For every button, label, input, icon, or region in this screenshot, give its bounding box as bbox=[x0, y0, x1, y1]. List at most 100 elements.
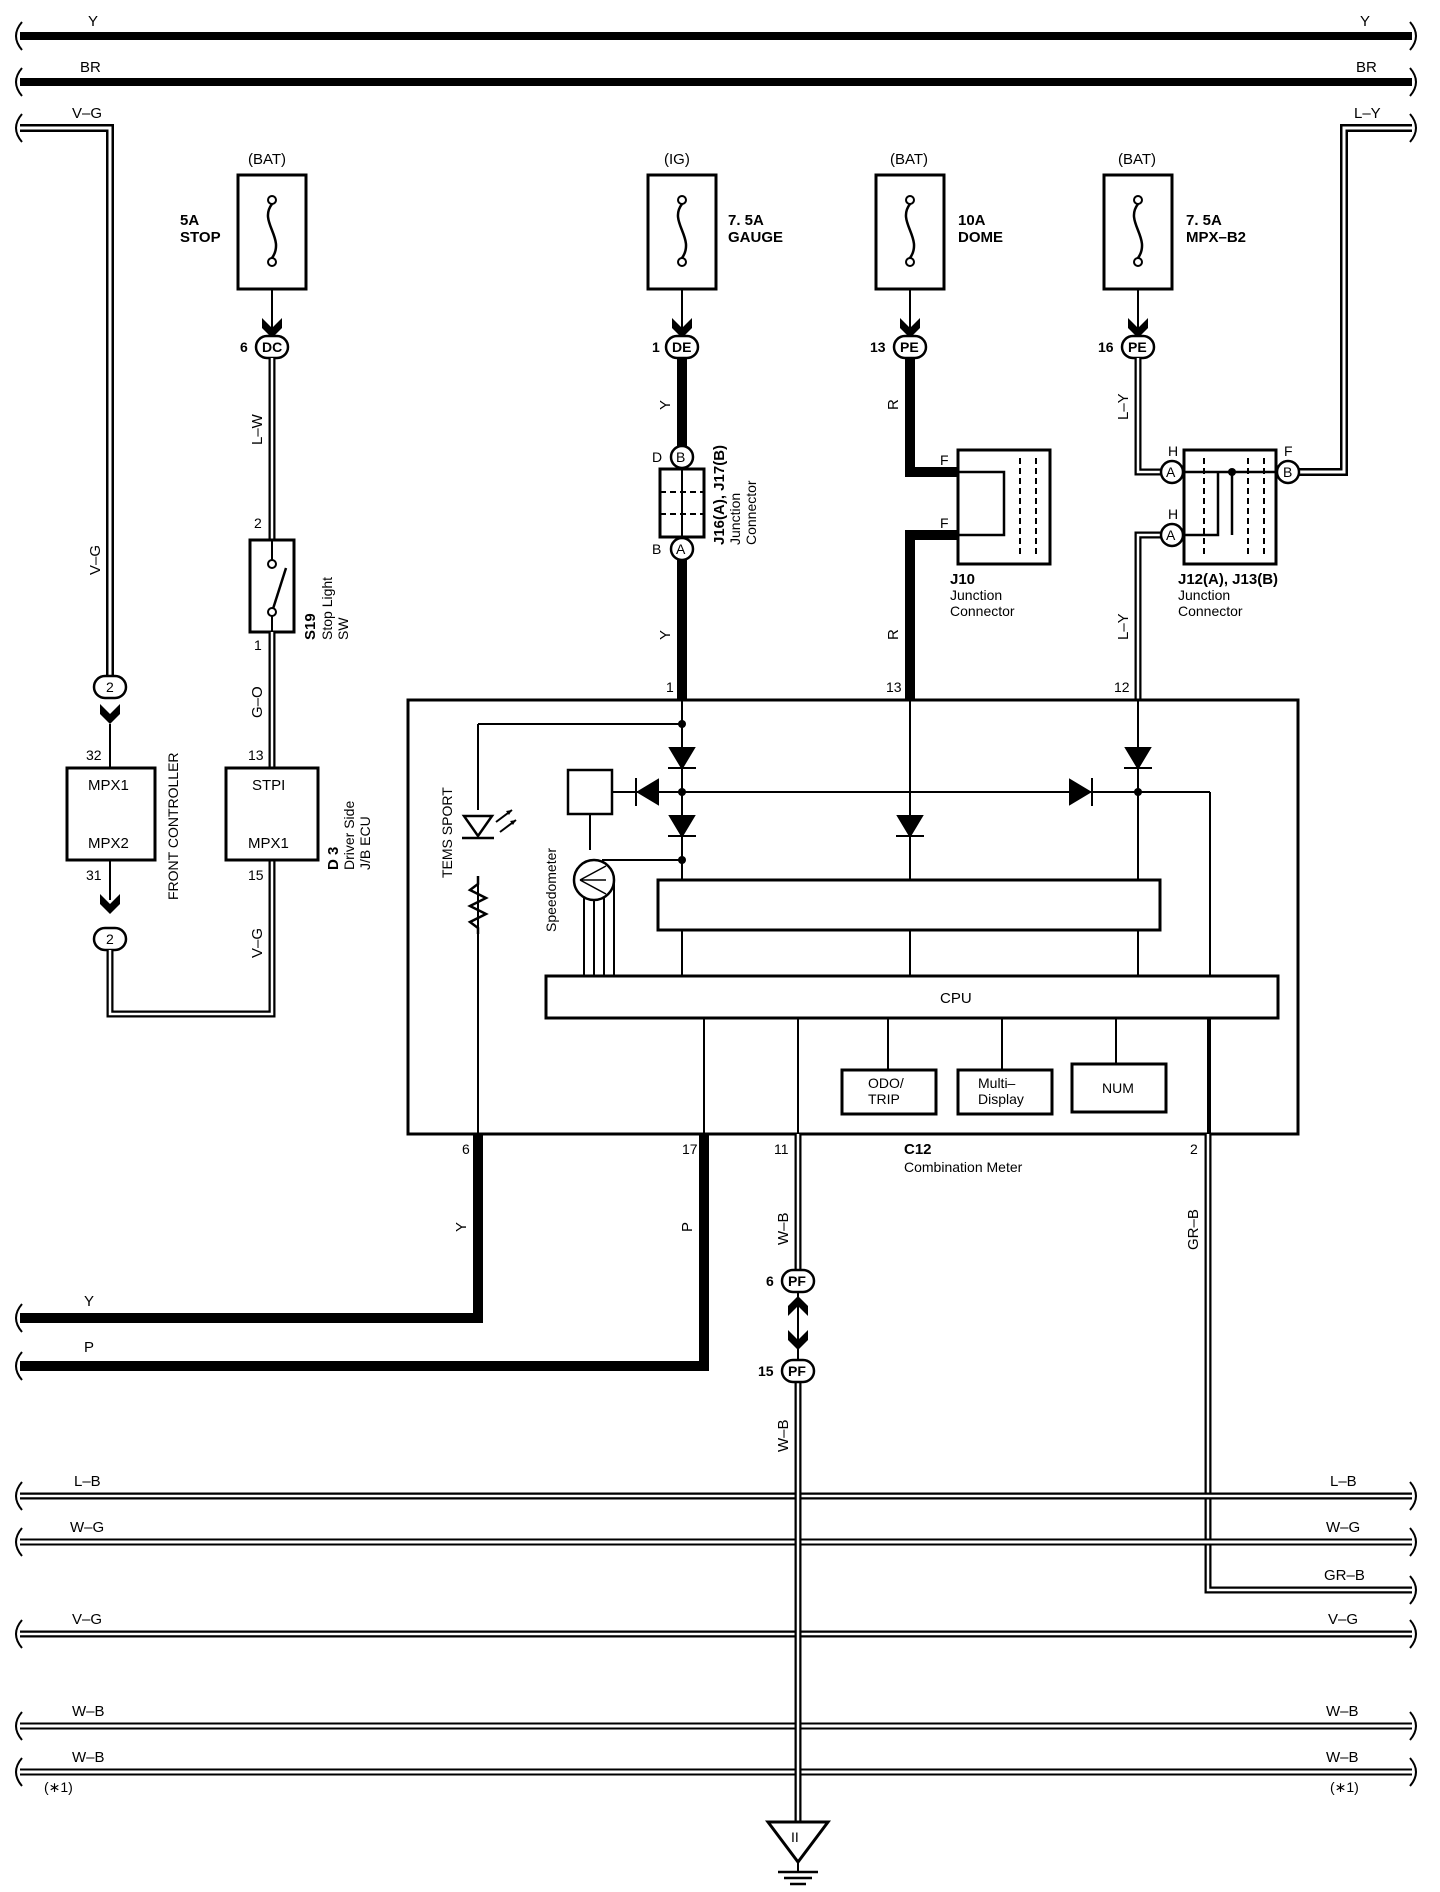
driver-side-jb-ecu-d3: STPI MPX1 13 15 D 3 Driver Side J/B ECU bbox=[224, 747, 373, 883]
bus-label-right: V–G bbox=[1328, 1611, 1358, 1628]
pin-letter: B bbox=[1283, 464, 1292, 480]
pin-number: 32 bbox=[86, 747, 102, 763]
wire-label: R bbox=[885, 399, 902, 410]
component-desc: Junction bbox=[1178, 587, 1230, 603]
bus-label-right: W–G bbox=[1326, 1519, 1360, 1536]
pin-number: 16 bbox=[1098, 339, 1114, 355]
connector-code: DC bbox=[262, 339, 282, 355]
connector-code: PE bbox=[1128, 339, 1147, 355]
wire-label: L–Y bbox=[1354, 105, 1381, 122]
wire-label: V–G bbox=[249, 928, 266, 958]
bus-label-left: L–B bbox=[74, 1473, 101, 1490]
bus-label-left: Y bbox=[84, 1293, 94, 1310]
component-title: D 3 bbox=[325, 847, 342, 870]
pin-number: 6 bbox=[240, 339, 248, 355]
wire-label: Y bbox=[657, 630, 674, 640]
pin-number: 13 bbox=[886, 679, 902, 695]
pin-letter: A bbox=[1166, 527, 1176, 543]
pin-letter: D bbox=[652, 449, 662, 465]
pin-letter: H bbox=[1168, 506, 1178, 522]
pin-number: 15 bbox=[758, 1363, 774, 1379]
wire-label: L–Y bbox=[1115, 613, 1132, 640]
wire-label: L–Y bbox=[1115, 393, 1132, 420]
junction-connector-j12-j13: A H A H B F J12(A), J13(B) Junction Conn… bbox=[1159, 443, 1301, 619]
connector-pf-15: PF 15 bbox=[758, 1358, 816, 1384]
component-label: Speedometer bbox=[543, 848, 559, 932]
bus-label-left: P bbox=[84, 1339, 94, 1356]
bus-label-right: GR–B bbox=[1324, 1567, 1365, 1584]
fuse-name: MPX–B2 bbox=[1186, 229, 1246, 246]
fuse-source: (BAT) bbox=[890, 151, 928, 168]
component-desc: Junction bbox=[950, 587, 1002, 603]
wire-label: W–B bbox=[775, 1419, 792, 1452]
ground-label: II bbox=[791, 1829, 799, 1845]
pin-number: 1 bbox=[254, 637, 262, 653]
connector-2-upper: 2 bbox=[92, 674, 128, 768]
fuse-rating: 10A bbox=[958, 212, 986, 229]
pin-letter: F bbox=[940, 515, 949, 531]
wire-label: L–W bbox=[249, 413, 266, 445]
bus-label-left: V–G bbox=[72, 1611, 102, 1628]
pin-number: 13 bbox=[248, 747, 264, 763]
junction-connector-j16-j17: B D A B J16(A), J17(B) Junction Connecto… bbox=[652, 444, 759, 562]
pin-letter: B bbox=[652, 541, 661, 557]
block-label: TRIP bbox=[868, 1091, 900, 1107]
fuse-gauge: (IG) 7. 5A GAUGE bbox=[646, 151, 783, 330]
component-title: J16(A), J17(B) bbox=[711, 445, 728, 545]
fuse-stop: (BAT) 5A STOP bbox=[180, 151, 308, 330]
connector-de: DE 1 bbox=[652, 334, 700, 360]
bus-label-right: Y bbox=[1360, 13, 1370, 30]
connector-code: PE bbox=[900, 339, 919, 355]
fuse-source: (IG) bbox=[664, 151, 690, 168]
pin-number: 2 bbox=[106, 931, 114, 947]
fuse-source: (BAT) bbox=[248, 151, 286, 168]
component-desc: Combination Meter bbox=[904, 1159, 1023, 1175]
fuse-dome: (BAT) 10A DOME bbox=[874, 151, 1003, 330]
cpu-label: CPU bbox=[940, 990, 972, 1007]
wire-label: V–G bbox=[72, 105, 102, 122]
pin-number: 17 bbox=[682, 1141, 698, 1157]
component-desc: J/B ECU bbox=[357, 816, 373, 870]
cpu-block: CPU bbox=[544, 974, 1280, 1020]
front-controller: MPX1 MPX2 32 31 FRONT CONTROLLER bbox=[65, 747, 181, 900]
wire-r-dome: R R bbox=[885, 358, 958, 700]
bus-label-right: L–B bbox=[1330, 1473, 1357, 1490]
terminal-label: MPX1 bbox=[88, 777, 129, 794]
connector-code: PF bbox=[788, 1363, 806, 1379]
combination-meter-c12: 1 13 12 bbox=[406, 679, 1300, 1175]
connector-pe-16: PE 16 bbox=[1098, 334, 1156, 360]
wire-label: Y bbox=[453, 1222, 470, 1232]
pin-number: 2 bbox=[1190, 1141, 1198, 1157]
bus-wg: W–G W–G bbox=[15, 1519, 1417, 1557]
bus-vg: V–G V–G bbox=[15, 1611, 1417, 1649]
bus-wb-1: W–B W–B bbox=[15, 1703, 1417, 1741]
pin-number: 31 bbox=[86, 867, 102, 883]
wire-y-gauge: Y Y bbox=[657, 358, 687, 700]
bus-label-right: BR bbox=[1356, 59, 1377, 76]
bus-wb-2: W–B W–B (∗1) (∗1) bbox=[15, 1749, 1417, 1795]
pin-number: 1 bbox=[652, 339, 660, 355]
bus-label-left: W–G bbox=[70, 1519, 104, 1536]
pin-number: 1 bbox=[666, 679, 674, 695]
pin-letter: A bbox=[676, 541, 686, 557]
wire-label: R bbox=[885, 629, 902, 640]
junction-connector-j10: F F J10 Junction Connector bbox=[940, 448, 1052, 619]
pin-letter: F bbox=[1284, 443, 1293, 459]
odo-trip-block: ODO/ TRIP bbox=[840, 1068, 938, 1116]
pin-number: 13 bbox=[870, 339, 886, 355]
bus-label-right: W–B bbox=[1326, 1749, 1359, 1766]
component-desc: Junction bbox=[727, 493, 743, 545]
wire-label: GR–B bbox=[1185, 1209, 1202, 1250]
wire-label: G–O bbox=[249, 686, 266, 718]
wire-label: P bbox=[679, 1222, 696, 1232]
block-label: Display bbox=[978, 1091, 1024, 1107]
wire-y-out: Y Y bbox=[15, 1134, 483, 1333]
pin-number: 12 bbox=[1114, 679, 1130, 695]
pin-letter: H bbox=[1168, 443, 1178, 459]
wire-go: G–O bbox=[249, 632, 276, 768]
block-label: ODO/ bbox=[868, 1075, 904, 1091]
wire-label: Y bbox=[657, 400, 674, 410]
component-desc: Connector bbox=[743, 480, 759, 545]
terminal-label: STPI bbox=[252, 777, 285, 794]
